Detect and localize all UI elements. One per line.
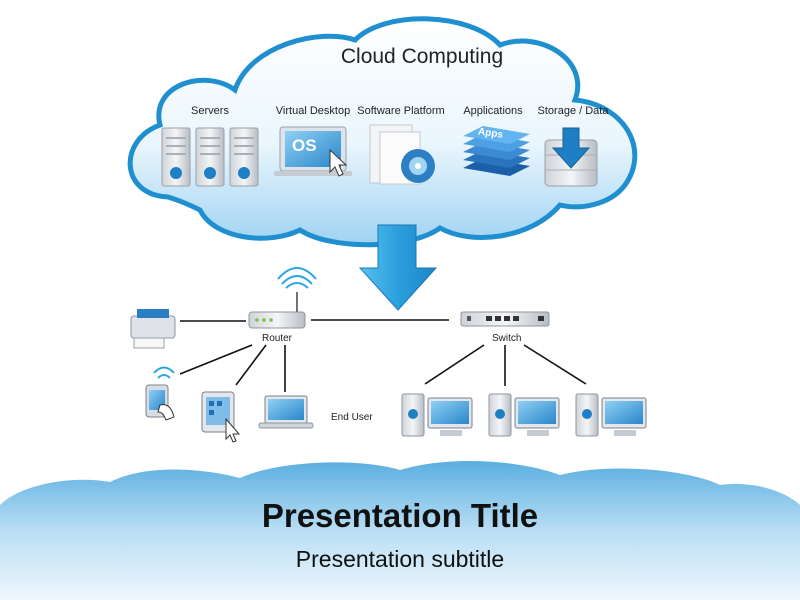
switch-icon (460, 311, 550, 327)
desktop-computer-icon (575, 393, 647, 437)
desktop-computer-icon (488, 393, 560, 437)
switch-label: Switch (492, 333, 522, 344)
router-label: Router (262, 333, 293, 344)
presentation-subtitle: Presentation subtitle (295, 546, 505, 572)
down-arrow-icon (358, 224, 438, 311)
category-label-storage: Storage / Data (537, 105, 609, 117)
cloud-title: Cloud Computing (340, 45, 504, 68)
category-label-software-platform: Software Platform (357, 105, 445, 117)
footer-cloud-shape (0, 460, 800, 600)
servers-icon (161, 127, 259, 187)
end-user-label: End User (331, 412, 373, 423)
category-label-servers: Servers (191, 105, 229, 117)
network-links (179, 319, 587, 392)
os-label: OS (292, 136, 317, 155)
applications-icon (463, 126, 530, 176)
category-label-applications: Applications (463, 105, 523, 117)
desktop-computer-icon (401, 393, 473, 437)
router-icon (248, 267, 317, 329)
smartphone-icon (145, 366, 175, 421)
virtual-desktop-icon (274, 126, 352, 177)
category-label-virtual-desktop: Virtual Desktop (275, 105, 351, 117)
tablet-icon (201, 391, 241, 443)
presentation-title: Presentation Title (261, 497, 539, 534)
storage-icon (544, 127, 598, 187)
laptop-icon (258, 395, 314, 429)
printer-icon (130, 309, 176, 349)
software-platform-icon (369, 124, 435, 185)
